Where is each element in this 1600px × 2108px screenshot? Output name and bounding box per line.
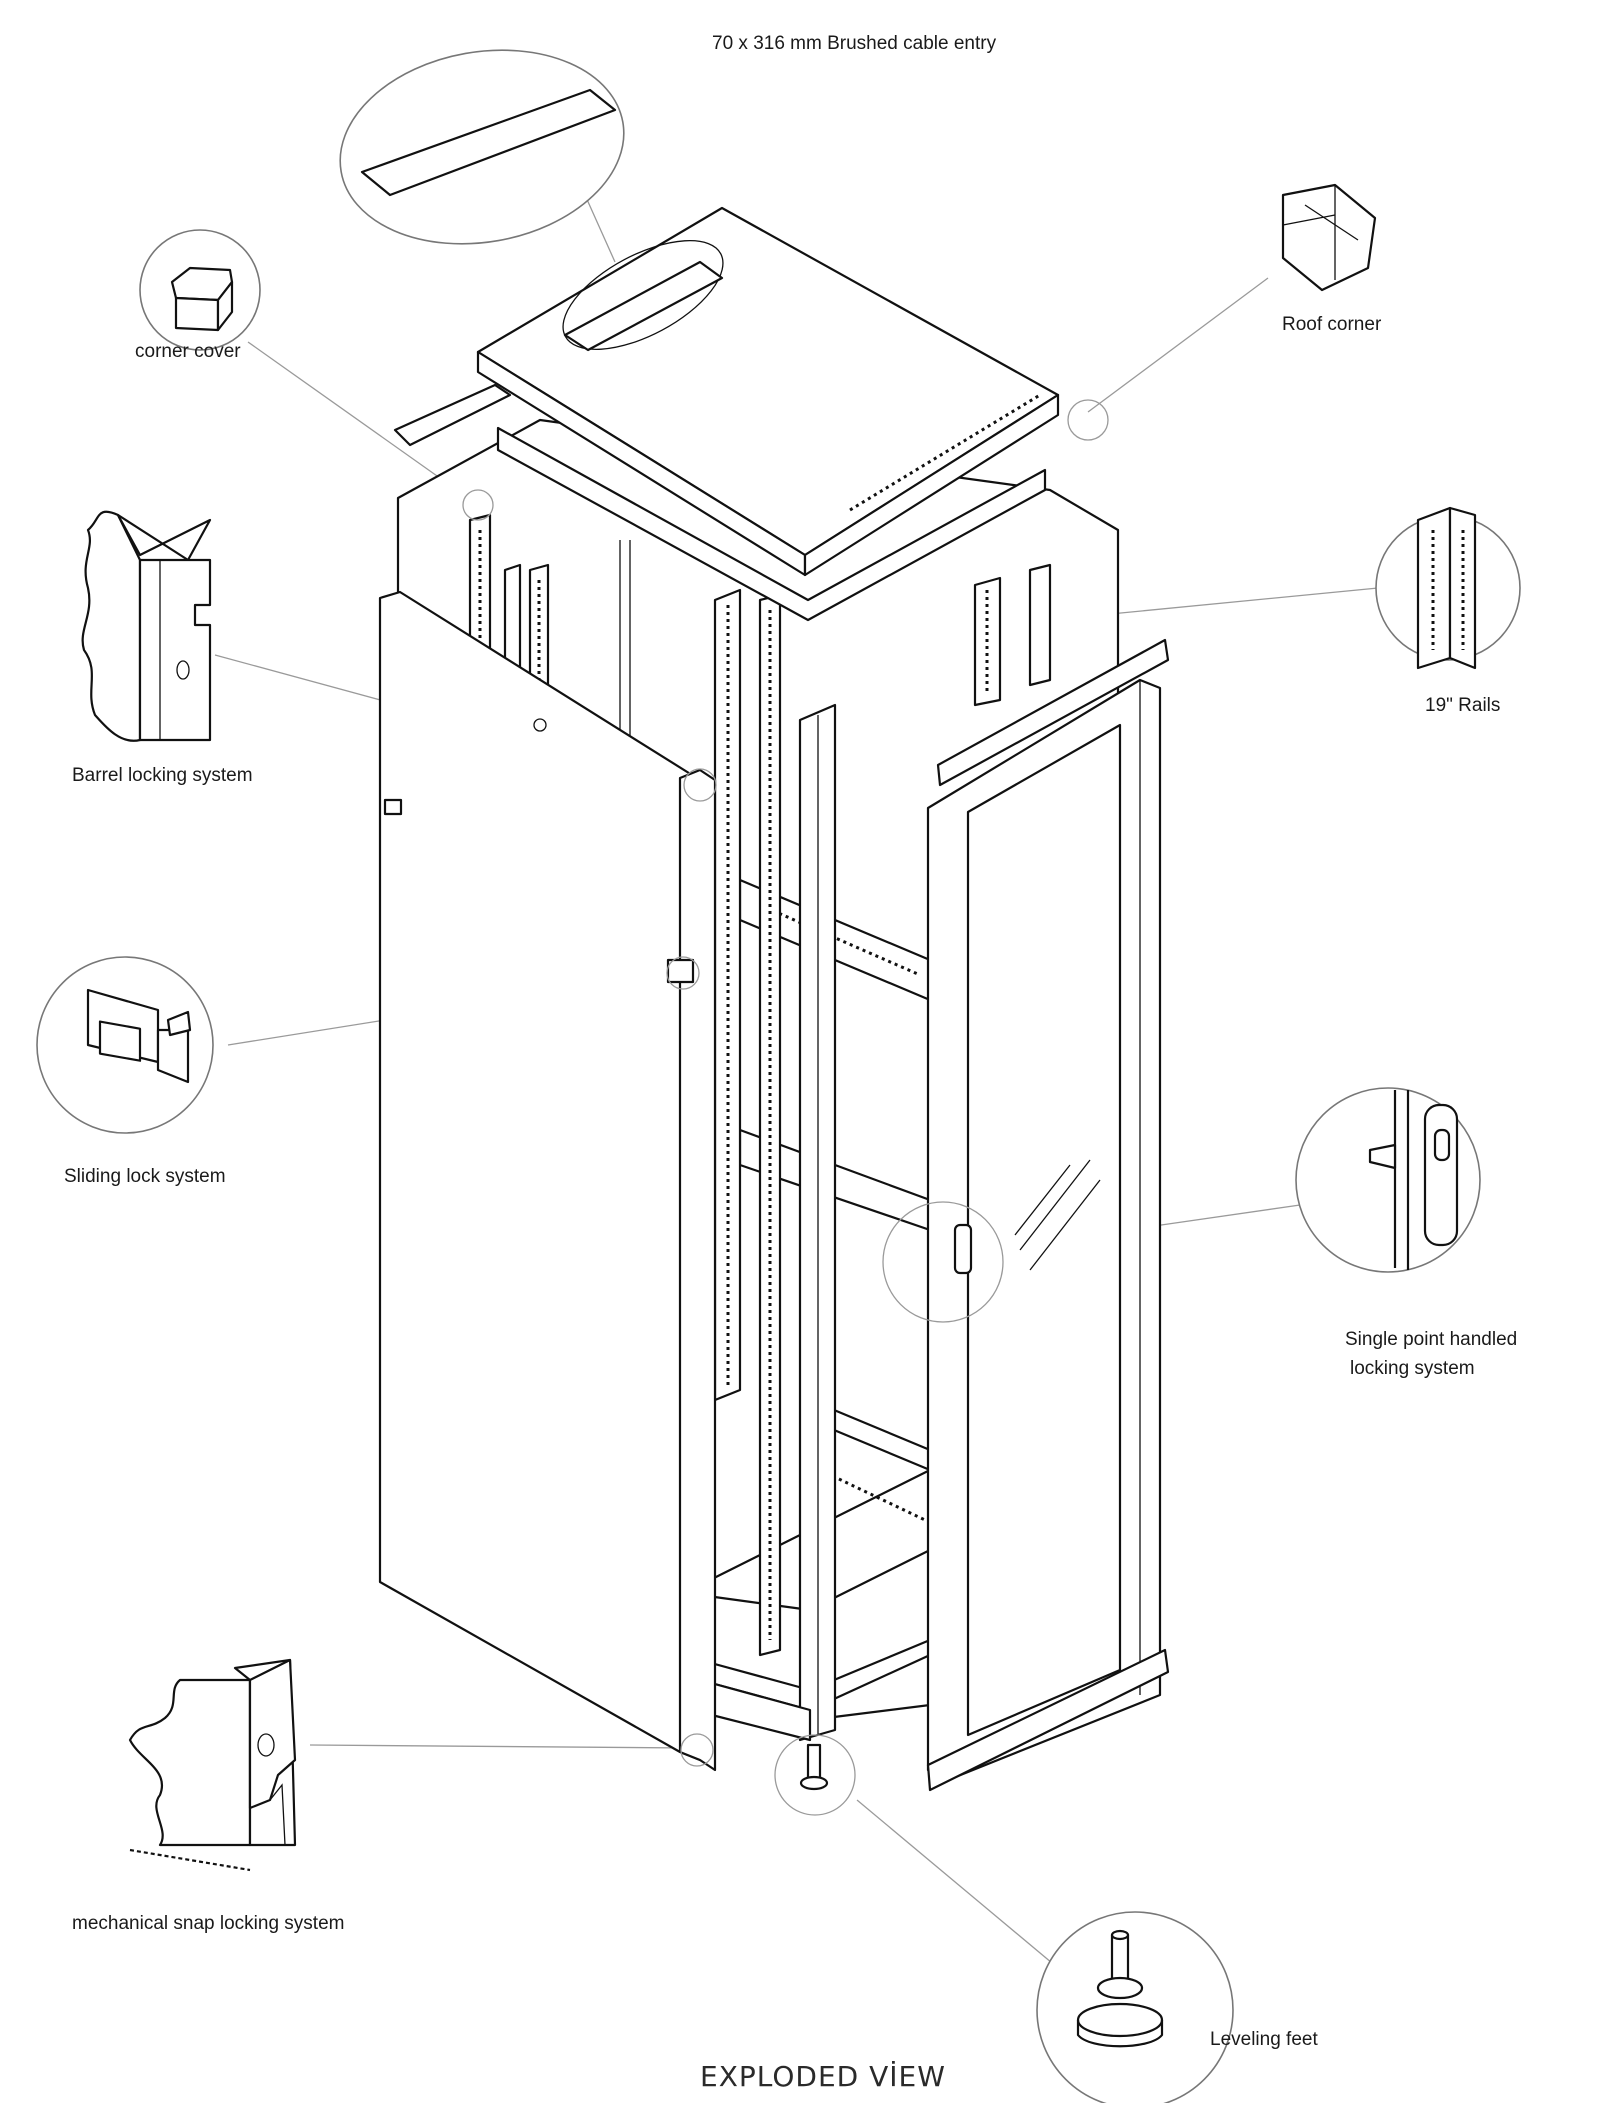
roof-corner-detail: [1281, 183, 1377, 292]
diagram-caption: EXPLODED VİEW: [700, 2060, 946, 2093]
sliding-lock-detail: [36, 956, 214, 1134]
leveling-feet-detail: [1036, 1911, 1234, 2108]
handle-lock-detail: [1295, 1087, 1481, 1273]
snap-lock-detail: [128, 1658, 297, 1872]
cable-entry-detail: [339, 49, 625, 245]
detail-markers: [462, 399, 1109, 1816]
corner-cover-label: corner cover: [135, 341, 241, 362]
cable-entry-label: 70 x 316 mm Brushed cable entry: [712, 33, 997, 54]
rails-detail: [1375, 506, 1521, 670]
handle-lock-label-line1: Single point handled: [1345, 1329, 1518, 1350]
barrel-lock-detail: [81, 510, 212, 742]
leveling-feet-label: Leveling feet: [1210, 2029, 1318, 2050]
corner-cover-detail: [139, 229, 261, 351]
solid-front-door: [378, 590, 717, 1772]
handle-lock-label-line2: locking system: [1350, 1358, 1475, 1379]
roof-panel: [393, 206, 1060, 622]
rails-label: 19" Rails: [1425, 695, 1501, 716]
sliding-lock-label: Sliding lock system: [64, 1166, 226, 1187]
snap-lock-label: mechanical snap locking system: [72, 1913, 345, 1934]
glass-side-door: [926, 638, 1170, 1792]
barrel-lock-label: Barrel locking system: [72, 765, 253, 786]
roof-corner-label: Roof corner: [1282, 314, 1382, 335]
